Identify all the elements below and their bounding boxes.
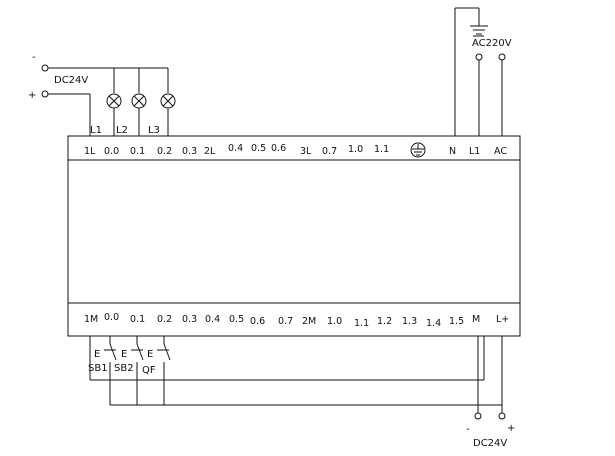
switch-label: SB2 [114, 363, 134, 374]
bottom-terminal-i0-5: 0.5 [229, 314, 244, 325]
bottom-terminal-i1-0: 1.0 [327, 316, 342, 327]
top-terminal-q0-2: 0.2 [157, 146, 172, 157]
top-terminal-q0-5: 0.5 [251, 143, 266, 154]
switch-actuator-symbol: E [121, 349, 127, 360]
lamp-l2: L2 [116, 93, 147, 136]
sensor-dc24v-supply: - + DC24V [466, 412, 515, 449]
ac220v-supply: AC220V [454, 7, 512, 136]
bottom-terminal-m: M [472, 314, 480, 325]
earth-ground-icon [470, 25, 488, 35]
bottom-terminal-i0-1: 0.1 [130, 314, 145, 325]
plc-module [67, 135, 521, 337]
output-supply-minus: - [32, 52, 36, 63]
switch-label: SB1 [88, 363, 108, 374]
top-terminal-q1-1: 1.1 [374, 144, 389, 155]
bottom-terminal-i1-2: 1.2 [377, 316, 392, 327]
bottom-terminal-i1-5: 1.5 [449, 316, 464, 327]
top-terminal-2l: 2L [204, 146, 216, 157]
sensor-supply-label: DC24V [473, 438, 507, 449]
bottom-terminal-i1-4: 1.4 [426, 318, 441, 329]
top-terminal-ac: AC [494, 146, 507, 157]
output-supply-plus-terminal [41, 90, 49, 98]
bottom-terminal-i0-0: 0.0 [104, 312, 119, 323]
top-terminal-l1: L1 [469, 146, 480, 157]
bottom-terminal-i1-3: 1.3 [402, 316, 417, 327]
sensor-supply-plus-terminal [498, 412, 506, 420]
top-terminal-row: 1L 0.0 0.1 0.2 0.3 2L 0.4 0.5 0.6 3L 0.7… [84, 143, 507, 157]
top-terminal-q0-6: 0.6 [271, 143, 286, 154]
bottom-terminal-lplus: L+ [496, 314, 509, 325]
top-terminal-q0-1: 0.1 [130, 146, 145, 157]
lamp-label: L1 [90, 125, 102, 136]
switch-actuator-symbol: E [94, 349, 100, 360]
lamp-icon [106, 93, 122, 109]
lamp-icon [160, 93, 176, 109]
top-terminal-q0-7: 0.7 [322, 146, 337, 157]
bottom-terminal-i0-4: 0.4 [205, 314, 220, 325]
bottom-terminal-i0-6: 0.6 [250, 316, 265, 327]
switch-label: QF [142, 365, 156, 376]
top-terminal-q0-0: 0.0 [104, 146, 119, 157]
output-supply-label: DC24V [54, 75, 88, 86]
top-terminal-1l: 1L [84, 146, 96, 157]
sensor-supply-minus: - [466, 424, 470, 435]
input-switch-qf: E QF [142, 343, 171, 405]
switch-actuator-symbol: E [147, 349, 153, 360]
output-supply-plus: + [28, 90, 36, 101]
ground-terminal-icon [410, 142, 426, 158]
bottom-terminal-2m: 2M [302, 316, 316, 327]
input-switch-sb1: E SB1 [88, 343, 117, 405]
sensor-supply-minus-terminal [474, 412, 482, 420]
lamp-label: L3 [148, 125, 160, 136]
lamp-l1: L1 [90, 93, 122, 136]
input-switch-sb2: E SB2 [114, 343, 144, 405]
bottom-terminal-i1-1: 1.1 [354, 318, 369, 329]
top-terminal-3l: 3L [300, 146, 312, 157]
bottom-terminal-1m: 1M [84, 314, 98, 325]
lamp-l3: L3 [148, 93, 176, 136]
top-terminal-q1-0: 1.0 [348, 144, 363, 155]
top-terminal-q0-3: 0.3 [182, 146, 197, 157]
sensor-supply-plus: + [507, 423, 515, 434]
bottom-terminal-row: 1M 0.0 0.1 0.2 0.3 0.4 0.5 0.6 0.7 2M 1.… [84, 312, 509, 329]
bottom-terminal-i0-2: 0.2 [157, 314, 172, 325]
ac-supply-label: AC220V [472, 38, 512, 49]
bottom-terminal-i0-7: 0.7 [278, 316, 293, 327]
lamp-icon [131, 93, 147, 109]
output-supply-minus-terminal [41, 64, 49, 72]
bottom-terminal-i0-3: 0.3 [182, 314, 197, 325]
top-terminal-q0-4: 0.4 [228, 143, 243, 154]
top-terminal-n: N [449, 146, 456, 157]
ac-supply-terminal-1 [475, 53, 483, 61]
ac-supply-terminal-2 [498, 53, 506, 61]
lamp-label: L2 [116, 125, 128, 136]
